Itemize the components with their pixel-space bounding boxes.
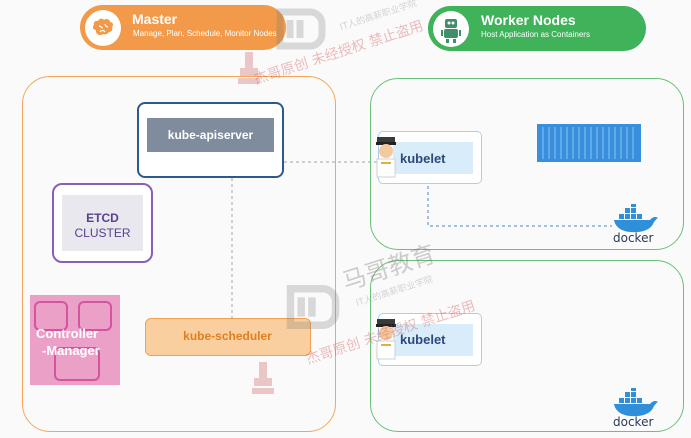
docker-logo-1: docker bbox=[610, 204, 662, 246]
kube-scheduler-label: kube-scheduler bbox=[183, 329, 272, 343]
worker-pill: Worker Nodes Host Application as Contain… bbox=[428, 6, 646, 51]
kube-scheduler-box: kube-scheduler bbox=[145, 318, 311, 356]
worker-subtitle: Host Application as Containers bbox=[481, 30, 590, 39]
master-container bbox=[22, 76, 336, 432]
docker-label-1: docker bbox=[613, 231, 654, 245]
container-stack bbox=[537, 124, 641, 162]
controller-gear-frame bbox=[34, 301, 68, 331]
worker-node-2 bbox=[370, 260, 684, 432]
worker-title: Worker Nodes bbox=[481, 12, 576, 28]
kubelet-box-1 bbox=[378, 131, 482, 184]
manager-label: -Manager bbox=[42, 343, 100, 358]
brain-icon bbox=[85, 10, 121, 46]
controller-gear-frame bbox=[78, 301, 112, 331]
watermark-logo-icon bbox=[284, 278, 342, 336]
worker-node-1 bbox=[370, 78, 684, 250]
docker-whale-icon bbox=[614, 204, 658, 233]
master-subtitle: Manage, Plan, Schedule, Monitor Nodes bbox=[133, 29, 277, 38]
kube-apiserver-box: kube-apiserver bbox=[137, 102, 284, 178]
etcd-cluster-box: ETCD CLUSTER bbox=[52, 183, 153, 263]
etcd-cluster-label: CLUSTER bbox=[74, 226, 131, 240]
robot-icon bbox=[433, 11, 469, 47]
kube-apiserver-label: kube-apiserver bbox=[167, 128, 254, 142]
seal-stamp-icon bbox=[238, 52, 260, 90]
controller-label: Controller bbox=[36, 326, 99, 341]
kubelet-label-1: kubelet bbox=[400, 151, 446, 166]
master-title: Master bbox=[132, 11, 178, 27]
watermark-logo-icon bbox=[274, 2, 328, 56]
controller-gear-frame bbox=[54, 347, 100, 381]
seal-stamp-icon bbox=[252, 362, 274, 400]
etcd-label: ETCD bbox=[86, 211, 119, 225]
controller-manager-box: Controller -Manager bbox=[30, 295, 120, 385]
captain-icon bbox=[372, 317, 400, 363]
kubelet-label-2: kubelet bbox=[400, 332, 446, 347]
docker-whale-icon bbox=[614, 388, 658, 417]
kubelet-docker-line bbox=[427, 180, 612, 227]
master-pill: Master Manage, Plan, Schedule, Monitor N… bbox=[80, 5, 286, 50]
captain-icon bbox=[372, 135, 400, 181]
docker-label-2: docker bbox=[613, 415, 654, 429]
docker-logo-2: docker bbox=[610, 388, 662, 430]
